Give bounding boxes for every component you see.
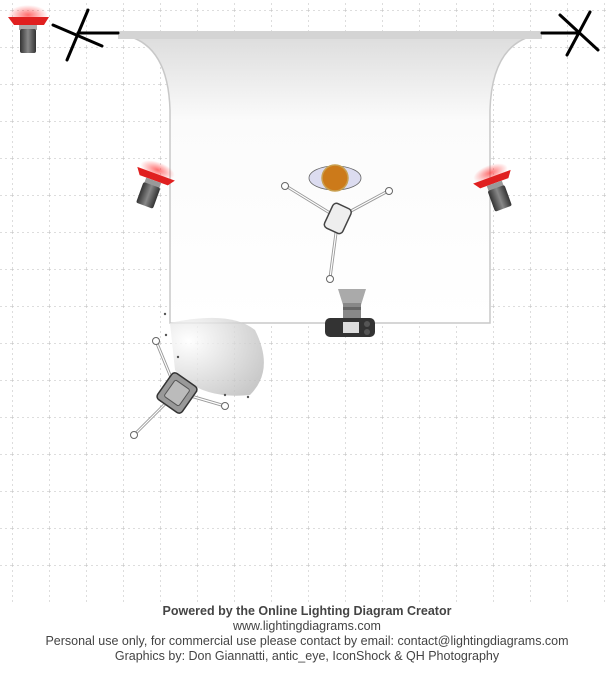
backdrop-stand-left[interactable] [51, 8, 120, 62]
rim-light-left[interactable] [126, 156, 179, 213]
hair-light-stand[interactable] [281, 182, 393, 283]
footer-license: Personal use only, for commercial use pl… [45, 634, 569, 648]
model-subject[interactable] [308, 164, 362, 192]
footer-website: www.lightingdiagrams.com [233, 619, 381, 633]
footer-credits: Graphics by: Don Giannatti, antic_eye, I… [114, 649, 500, 663]
camera[interactable] [325, 289, 375, 337]
lighting-diagram-canvas [0, 0, 608, 602]
key-light-umbrella[interactable] [130, 312, 264, 439]
backdrop-stand-right[interactable] [540, 10, 600, 57]
background-light-top-left[interactable] [8, 5, 49, 53]
rim-light-right[interactable] [469, 159, 522, 216]
footer-powered-by: Powered by the Online Lighting Diagram C… [162, 604, 452, 618]
